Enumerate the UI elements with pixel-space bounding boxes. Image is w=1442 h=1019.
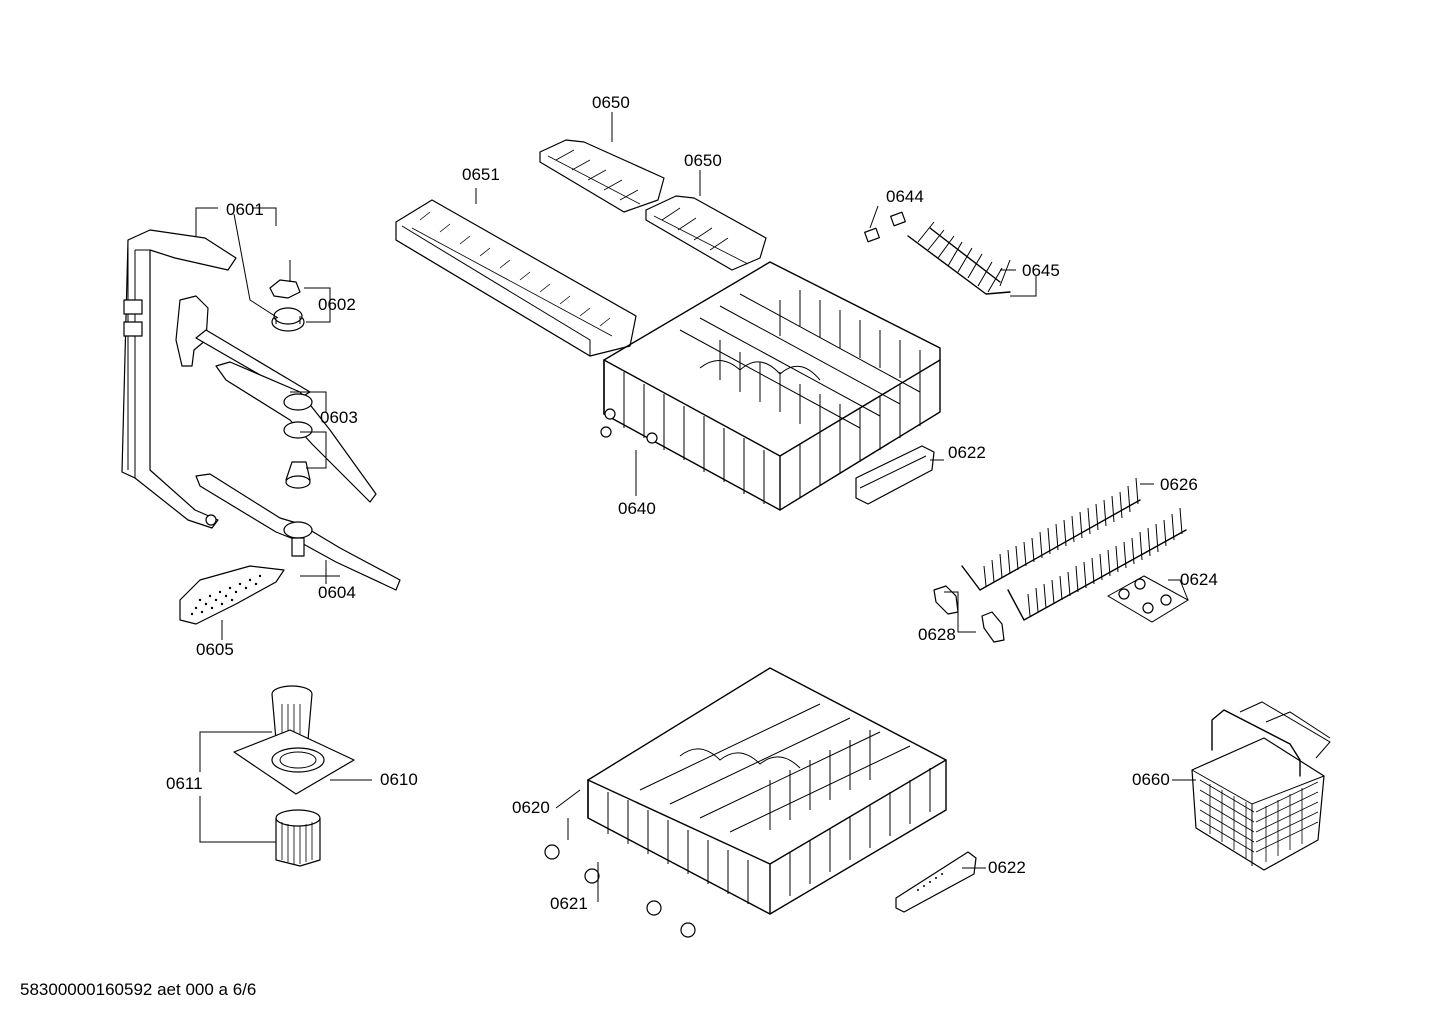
part-0624-clip-set[interactable] — [1106, 575, 1189, 623]
callout-0602: 0602 — [318, 295, 356, 314]
callout-0622-upper: 0622 — [948, 443, 986, 462]
part-0626-tine-rows[interactable] — [961, 477, 1187, 621]
part-0640-upper-basket[interactable] — [600, 261, 941, 511]
callout-0628: 0628 — [918, 625, 956, 644]
part-0650-cup-rack-right[interactable] — [645, 195, 767, 271]
part-0603-upper-spray-arm[interactable] — [175, 295, 377, 503]
part-0611-filter-cylinder[interactable] — [271, 685, 321, 867]
part-0610-filter-plate[interactable] — [233, 729, 355, 795]
callout-0621: 0621 — [550, 894, 588, 913]
callout-0611: 0611 — [166, 774, 203, 793]
document-code: 58300000160592 aet 000 a 6/6 — [20, 980, 257, 999]
part-0660-cutlery-basket[interactable] — [1191, 701, 1331, 871]
part-0622-lower-basket-handle[interactable] — [895, 851, 977, 913]
callout-0624: 0624 — [1180, 570, 1218, 589]
part-0644-clips[interactable] — [864, 211, 906, 243]
callout-0601: 0601 — [226, 200, 264, 219]
callout-0650-top: 0650 — [592, 93, 630, 112]
callout-0620: 0620 — [512, 798, 550, 817]
part-0645-tine-rack[interactable] — [907, 221, 1011, 295]
callout-0604: 0604 — [318, 583, 356, 602]
callout-0603: 0603 — [320, 408, 358, 427]
callout-0660: 0660 — [1132, 770, 1170, 789]
callout-labels: 0601 0602 0603 0604 0605 0611 0610 0651 … — [166, 93, 1218, 913]
callout-0626: 0626 — [1160, 475, 1198, 494]
callout-0605: 0605 — [196, 640, 234, 659]
part-0650-cup-rack-left[interactable] — [539, 139, 665, 213]
callout-0645: 0645 — [1022, 261, 1060, 280]
part-0604-lower-spray-arm[interactable] — [195, 473, 401, 591]
part-0622-upper-basket-handle[interactable] — [855, 445, 935, 505]
callout-0622-lower: 0622 — [988, 858, 1026, 877]
part-0605-filter-plate[interactable] — [179, 565, 285, 625]
leader-lines — [195, 112, 1196, 902]
callout-0640: 0640 — [618, 499, 656, 518]
part-0651-cutlery-tray[interactable] — [395, 199, 637, 357]
callout-0651: 0651 — [462, 165, 500, 184]
callout-0610: 0610 — [380, 770, 418, 789]
callout-0650-right: 0650 — [684, 151, 722, 170]
part-0602-spray-arm-nozzle[interactable] — [269, 279, 305, 332]
part-0601-supply-pipe[interactable] — [121, 229, 237, 529]
part-lower-basket[interactable] — [544, 667, 947, 938]
callout-0644: 0644 — [886, 187, 924, 206]
part-0628-hinges[interactable] — [933, 585, 1005, 643]
